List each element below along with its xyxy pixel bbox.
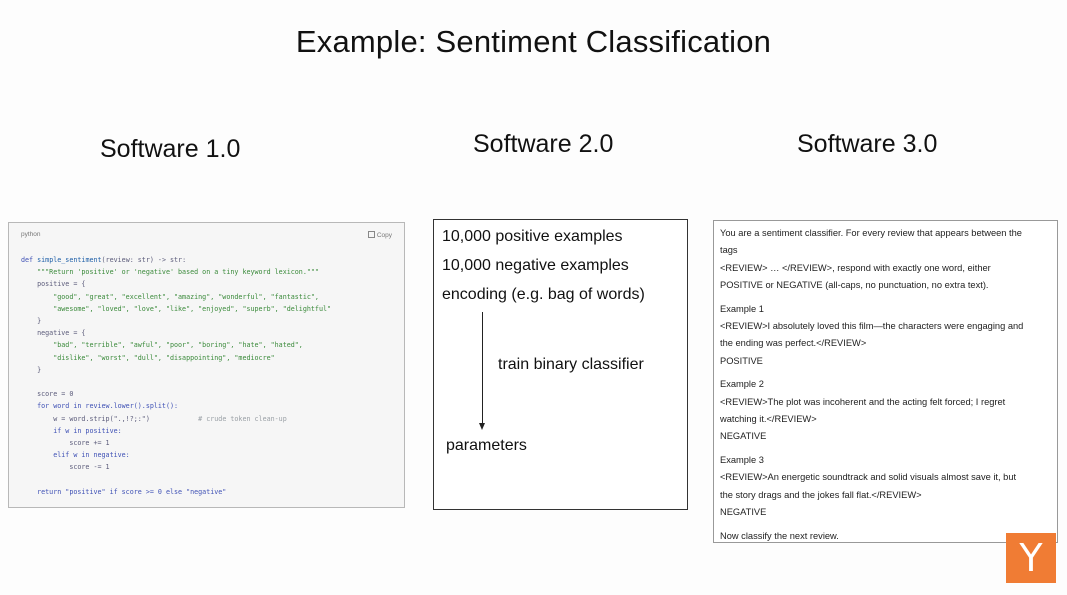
software-3-title: Software 3.0 <box>797 130 938 158</box>
slide-title: Example: Sentiment Classification <box>295 24 772 59</box>
example-label: NEGATIVE <box>720 431 767 442</box>
code-line: "dislike", "worst", "dull", "disappointi… <box>21 353 275 362</box>
example-label: POSITIVE <box>720 355 763 366</box>
prompt-line: You are a sentiment classifier. For ever… <box>720 228 1022 238</box>
example-title: Example 2 <box>720 379 764 390</box>
prompt-line: tags <box>720 245 738 256</box>
code-line: "bad", "terrible", "awful", "poor", "bor… <box>21 341 303 350</box>
example-review: the ending was perfect.</REVIEW> <box>720 338 867 349</box>
example-label: NEGATIVE <box>720 507 767 518</box>
negative-examples-text: 10,000 negative examples <box>442 257 629 274</box>
code-line: score += 1 <box>21 439 110 448</box>
code-line: w = word.strip(".,!?;:") # crude token c… <box>21 414 287 423</box>
code-line: def simple_sentiment(review: str) -> str… <box>21 256 187 264</box>
software-3-prompt-panel: You are a sentiment classifier. For ever… <box>713 220 1058 543</box>
arrowhead-icon <box>479 423 485 430</box>
code-line: elif w in negative: <box>21 451 130 460</box>
code-line: if w in positive: <box>21 426 122 435</box>
prompt-line: POSITIVE or NEGATIVE (all-caps, no punct… <box>720 280 989 291</box>
code-line: return "positive" if score >= 0 else "ne… <box>21 487 227 496</box>
code-line: score = 0 <box>21 390 74 399</box>
example-review: watching it.</REVIEW> <box>720 414 817 425</box>
copy-label: Copy <box>376 232 392 239</box>
prompt-line: <REVIEW> … </REVIEW>, respond with exact… <box>720 262 991 273</box>
train-classifier-text: train binary classifier <box>498 356 644 373</box>
code-language-label: python <box>21 231 41 238</box>
code-line: score -= 1 <box>21 463 110 472</box>
code-line: } <box>21 317 42 326</box>
code-line: "good", "great", "excellent", "amazing",… <box>21 292 319 301</box>
y-combinator-logo: Y <box>1006 533 1056 583</box>
example-review: the story drags and the jokes fall flat.… <box>720 489 922 500</box>
code-line: "awesome", "loved", "love", "like", "enj… <box>21 304 332 313</box>
example-review: <REVIEW>I absolutely loved this film—the… <box>720 321 1024 332</box>
code-block: python Copy def simple_sentiment(review:… <box>8 222 405 508</box>
copy-button[interactable]: Copy <box>367 231 392 239</box>
software-2-panel: 10,000 positive examples 10,000 negative… <box>433 219 688 510</box>
copy-icon <box>367 231 375 238</box>
software-2-title: Software 2.0 <box>473 130 614 158</box>
code-line: } <box>21 365 42 374</box>
prompt-final-line: Now classify the next review. <box>720 530 839 541</box>
parameters-text: parameters <box>446 437 527 454</box>
example-review: <REVIEW>An energetic soundtrack and soli… <box>720 472 1017 483</box>
example-review: <REVIEW>The plot was incoherent and the … <box>720 396 1006 407</box>
code-line-blank <box>21 474 331 486</box>
example-title: Example 3 <box>720 454 764 465</box>
code-line-blank <box>21 376 331 388</box>
software-1-title: Software 1.0 <box>100 135 241 163</box>
down-arrow-icon <box>482 312 483 424</box>
encoding-text: encoding (e.g. bag of words) <box>442 286 645 303</box>
code-line: """Return 'positive' or 'negative' based… <box>21 268 319 277</box>
code-line: for word in review.lower().split(): <box>21 402 179 411</box>
positive-examples-text: 10,000 positive examples <box>442 228 623 245</box>
code-line: positive = { <box>21 280 86 289</box>
example-title: Example 1 <box>720 303 764 314</box>
code-line: negative = { <box>21 329 86 338</box>
code-body: def simple_sentiment(review: str) -> str… <box>21 254 331 498</box>
